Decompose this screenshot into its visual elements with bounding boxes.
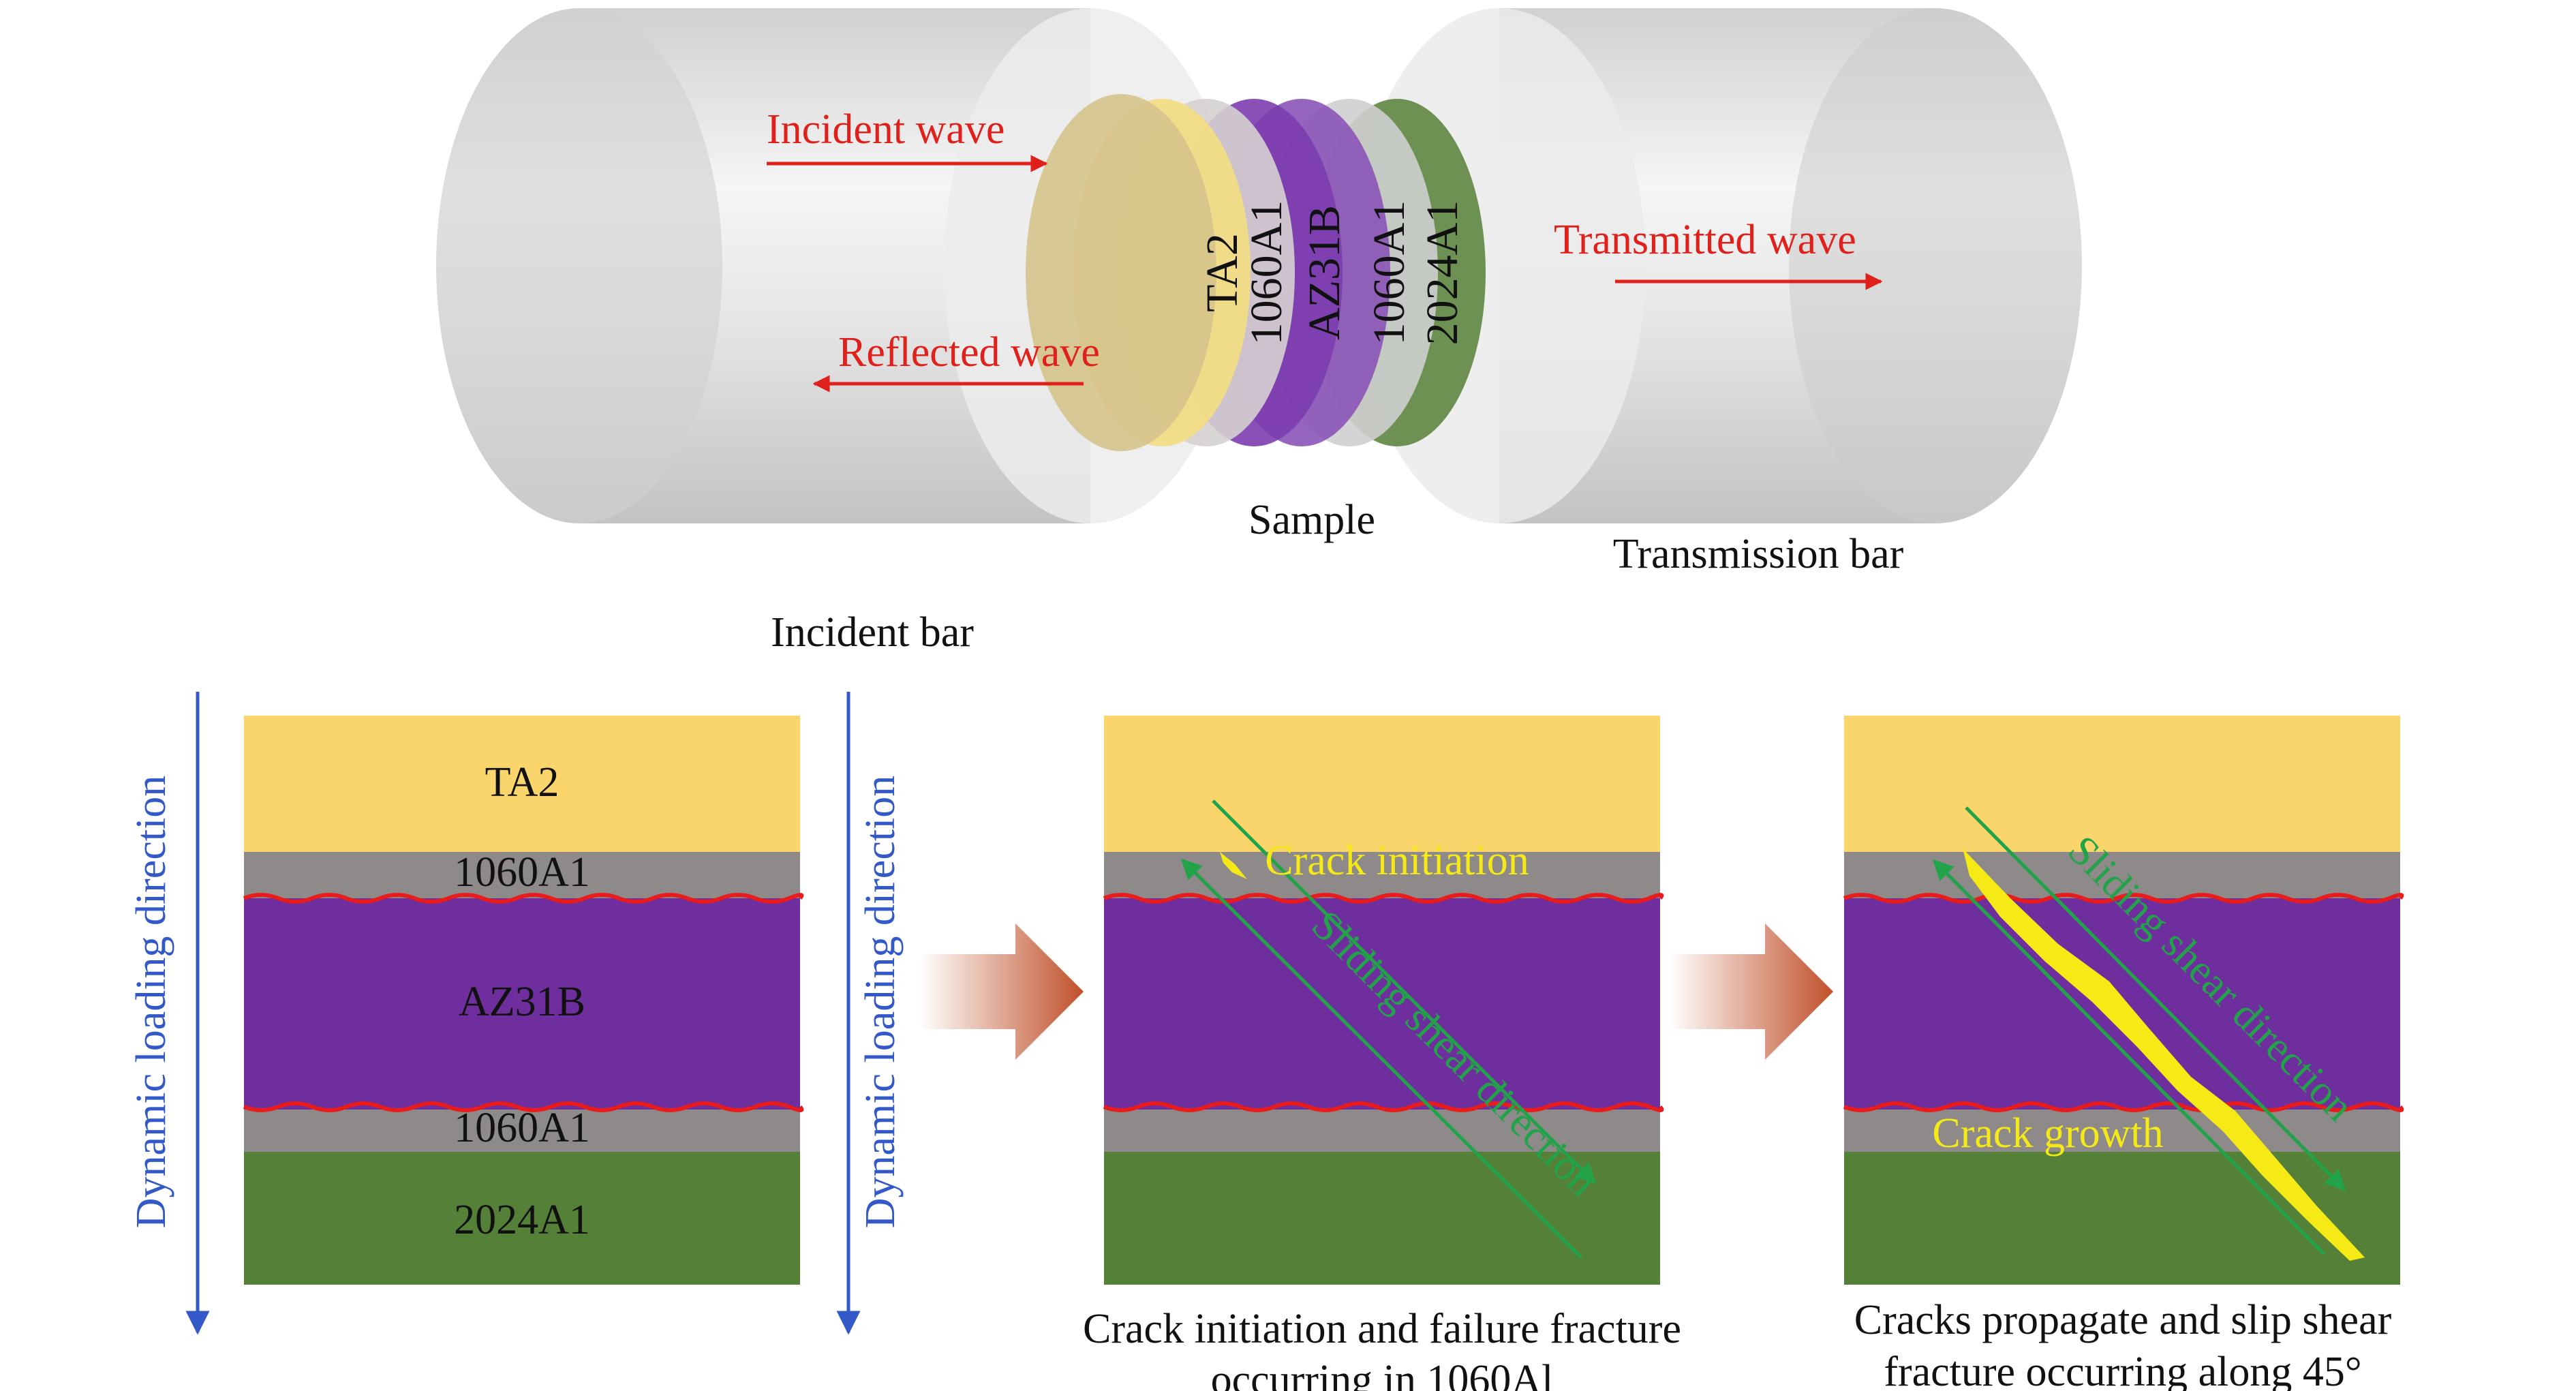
loading-direction-label-left: Dynamic loading direction (128, 776, 174, 1229)
crack-growth-label: Crack growth (1932, 1110, 2163, 1157)
panel-layer-stack (243, 716, 804, 1285)
transmitted-wave-label: Transmitted wave (1554, 217, 1856, 263)
panel-label-1060a1-second: 1060A1 (454, 1105, 590, 1151)
panel3-caption-line1: Cracks propagate and slip shear (1854, 1297, 2392, 1343)
panel2-caption-line1: Crack initiation and failure fracture (1083, 1306, 1681, 1352)
transmission-bar-label: Transmission bar (1613, 531, 1904, 577)
sample-layer-2024a1: 2024A1 (1417, 200, 1467, 346)
incident-wave-label: Incident wave (767, 106, 1005, 153)
crack-growth-mark (1963, 849, 2365, 1261)
transmission-bar (1353, 8, 2082, 523)
sample-layer-az31b: AZ31B (1300, 205, 1349, 340)
wave-arrows (767, 155, 1883, 393)
panel3-caption-line2: fracture occurring along 45° (1884, 1349, 2361, 1391)
panel-label-ta2: TA2 (485, 759, 559, 806)
panel-label-az31b: AZ31B (459, 979, 585, 1025)
loading-direction-label-right: Dynamic loading direction (857, 776, 904, 1229)
sample (1026, 94, 1486, 451)
incident-bar-label: Incident bar (771, 609, 974, 656)
sample-label: Sample (1248, 497, 1375, 543)
crack-initiation-mark (1220, 852, 1247, 879)
sample-layer-ta2: TA2 (1197, 233, 1247, 312)
panel-crack-growth (1843, 716, 2404, 1285)
loading-arrows (185, 692, 861, 1335)
panel-label-1060a1-first: 1060A1 (454, 849, 590, 896)
panel2-caption-line2: occurring in 1060Al (1211, 1357, 1554, 1391)
panel-label-2024a1: 2024A1 (454, 1197, 590, 1243)
reflected-wave-label: Reflected wave (838, 329, 1100, 376)
sample-layer-1060a1-first: 1060A1 (1242, 200, 1291, 346)
crack-initiation-label: Crack initiation (1265, 838, 1529, 884)
sample-layer-1060a1-second: 1060A1 (1364, 200, 1414, 346)
sample-layer-labels: TA2 1060A1 AZ31B 1060A1 2024A1 (1197, 200, 1467, 346)
process-arrow-2 (1670, 923, 1833, 1060)
process-arrow-1 (920, 923, 1084, 1060)
panel-crack-initiation (1103, 716, 1664, 1285)
